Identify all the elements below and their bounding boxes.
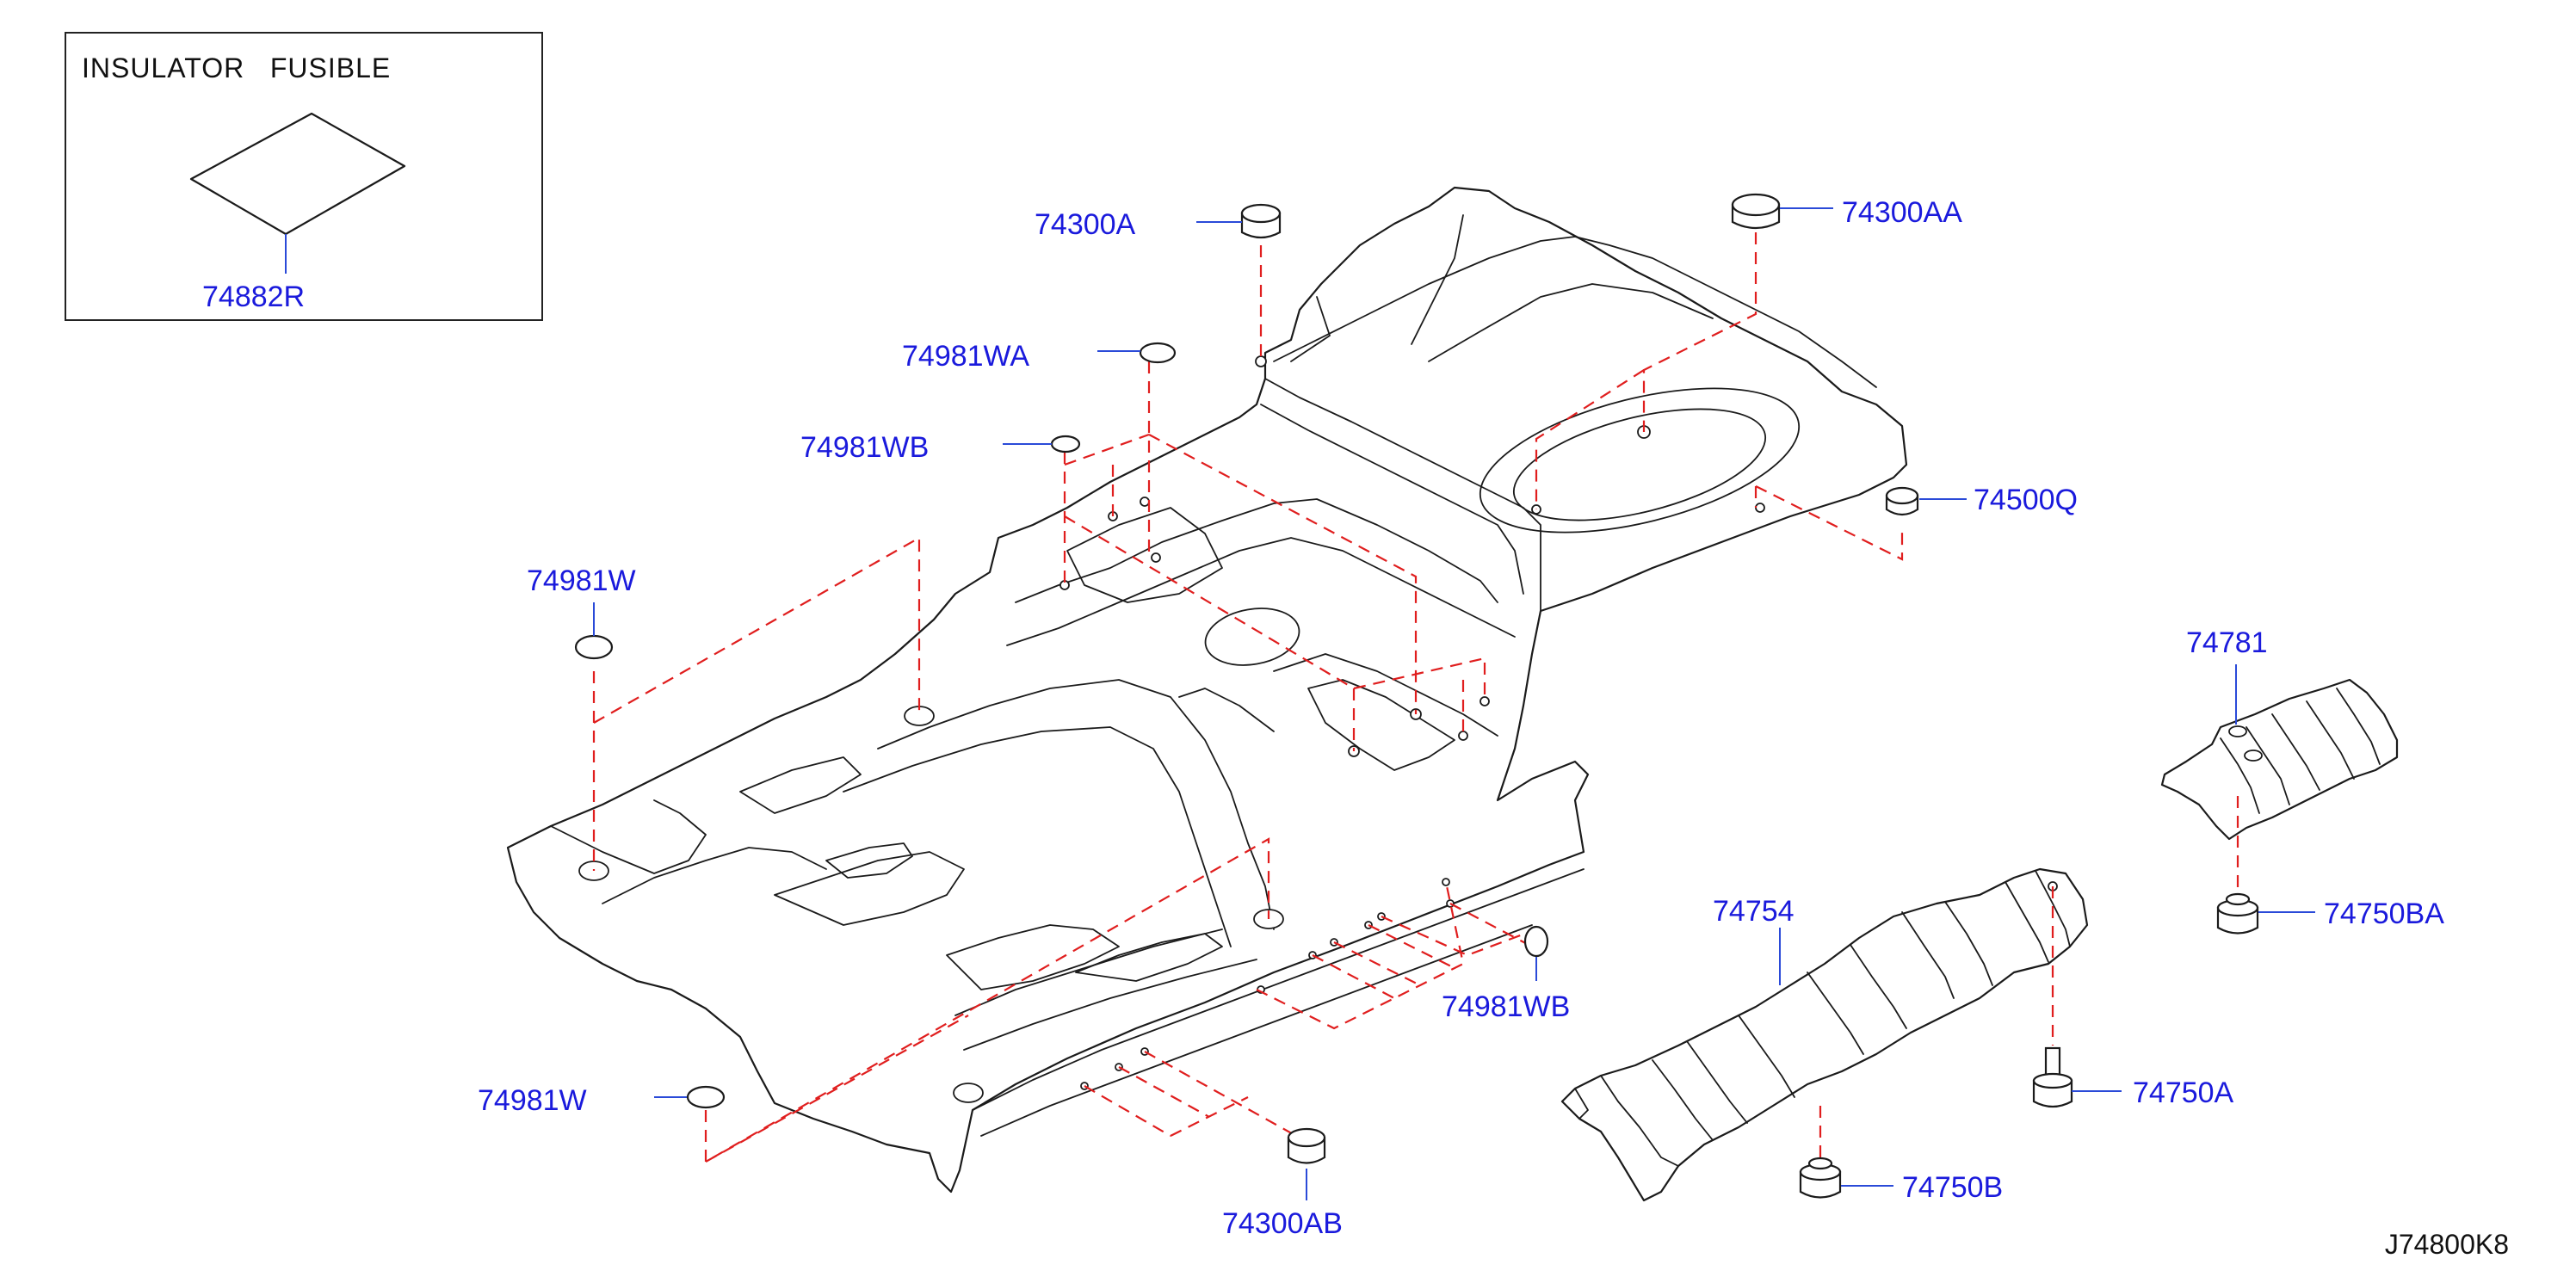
grommet-74500Q — [1885, 486, 1919, 516]
assembly-dashed-lines — [592, 232, 2239, 1163]
callout-74981WB-top[interactable]: 74981WB — [800, 431, 930, 464]
callout-74882R[interactable]: 74882R — [202, 281, 306, 313]
callout-74754[interactable]: 74754 — [1713, 895, 1795, 928]
grommet-74300AB — [1287, 1127, 1326, 1164]
callout-74750A[interactable]: 74750A — [2133, 1077, 2234, 1109]
callout-74300AB[interactable]: 74300AB — [1222, 1207, 1343, 1240]
callout-74750BA[interactable]: 74750BA — [2324, 898, 2444, 930]
callout-74300A[interactable]: 74300A — [1035, 208, 1136, 241]
callout-74981W-bottom[interactable]: 74981W — [478, 1084, 587, 1117]
leader-lines — [593, 207, 2315, 1200]
nut-74750BA — [2216, 892, 2259, 935]
bolt-74750A — [2032, 1046, 2073, 1108]
grommet-74300AA — [1731, 193, 1781, 230]
fasteners — [574, 193, 2259, 1199]
inset-box-insulator-fusible: INSULATOR FUSIBLE — [65, 32, 543, 321]
callout-74300AA[interactable]: 74300AA — [1842, 196, 1962, 229]
nut-74750B — [1799, 1157, 1842, 1199]
inset-title: INSULATOR FUSIBLE — [82, 52, 392, 83]
pad-74981WA — [1139, 342, 1177, 364]
grommet-74300A — [1240, 203, 1282, 239]
callout-74781[interactable]: 74781 — [2186, 626, 2268, 659]
callout-74981WA[interactable]: 74981WA — [902, 340, 1030, 373]
diagram-code: J74800K8 — [2384, 1229, 2509, 1260]
callout-74750B[interactable]: 74750B — [1902, 1171, 2004, 1204]
floor-panel-assembly — [506, 186, 1908, 1194]
callout-74981WB-bottom[interactable]: 74981WB — [1442, 990, 1571, 1023]
pad-74981WB-top — [1050, 435, 1081, 453]
pad-74981WB-bottom — [1523, 925, 1549, 958]
insulator-sheet — [189, 112, 406, 274]
pad-74981W-bottom — [686, 1085, 726, 1109]
callout-74981W-top[interactable]: 74981W — [527, 564, 636, 597]
heat-insulator-74781 — [2160, 678, 2399, 841]
callout-74500Q[interactable]: 74500Q — [1974, 484, 2078, 516]
pad-74981W-top — [574, 634, 614, 660]
heat-insulator-74754 — [1560, 867, 2089, 1202]
